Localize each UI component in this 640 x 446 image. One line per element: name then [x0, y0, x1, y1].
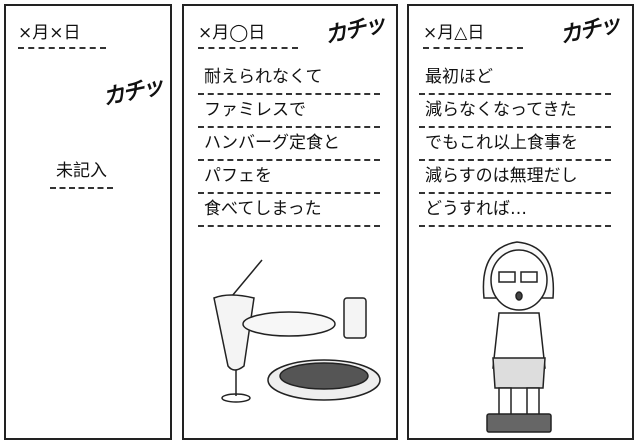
- diary-entry: でもこれ以上食事を: [419, 128, 611, 161]
- diary-entry: 減らすのは無理だし: [419, 161, 611, 194]
- panel-3: ×月△日 カチッ 最初ほど 減らなくなってきた でもこれ以上食事を 減らすのは無…: [407, 4, 634, 440]
- food-illustration: [213, 259, 381, 403]
- panel-2: ×月◯日 カチッ 耐えられなくて ファミレスで ハンバーグ定食と パフェを 食べ…: [182, 4, 398, 440]
- diary-entry: どうすれば…: [419, 194, 611, 227]
- diary-entry: 食べてしまった: [198, 194, 380, 227]
- diary-entry: パフェを: [198, 161, 380, 194]
- diary-entry: 耐えられなくて: [198, 62, 380, 95]
- diary-entry: 未記入: [50, 156, 113, 189]
- diary-entry: ファミレスで: [198, 95, 380, 128]
- diary-entry: ハンバーグ定食と: [198, 128, 380, 161]
- sound-effect: カチッ: [322, 11, 387, 49]
- diary-date: ×月◯日: [198, 18, 298, 49]
- diary-entry: 最初ほど: [419, 62, 611, 95]
- panel-1: ×月×日 カチッ 未記入: [4, 4, 172, 440]
- sound-effect: カチッ: [557, 11, 622, 49]
- diary-entry: 減らなくなってきた: [419, 95, 611, 128]
- sound-effect: カチッ: [100, 73, 165, 111]
- diary-date: ×月△日: [423, 18, 523, 49]
- diary-date: ×月×日: [18, 18, 106, 49]
- girl-on-scale-illustration: [482, 241, 555, 433]
